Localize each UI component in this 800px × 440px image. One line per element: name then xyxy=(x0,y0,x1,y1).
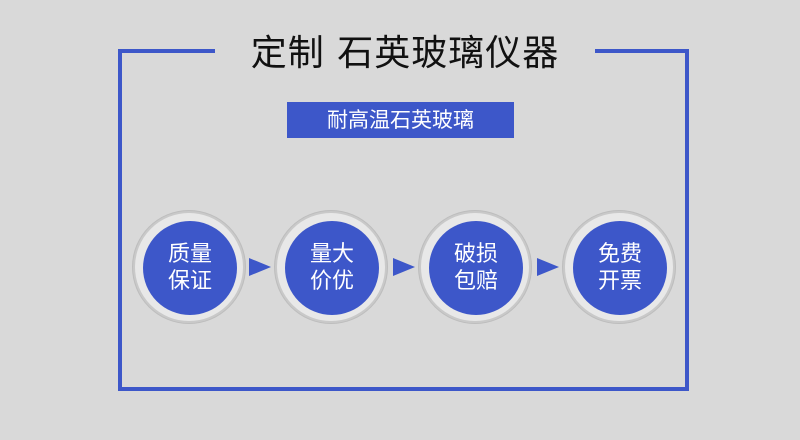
step-label-line1: 免费 xyxy=(597,242,642,267)
step-quality-guarantee: 质量 保证 xyxy=(133,211,245,323)
step-circle: 量大 价优 xyxy=(285,221,379,315)
step-circle: 质量 保证 xyxy=(143,221,237,315)
step-label-line2: 保证 xyxy=(167,269,212,294)
step-breakage-compensation: 破损 包赔 xyxy=(419,211,531,323)
step-label-line2: 开票 xyxy=(597,269,642,294)
arrow-right-icon xyxy=(537,258,559,276)
step-circle: 破损 包赔 xyxy=(429,221,523,315)
step-label-line1: 破损 xyxy=(453,242,498,267)
step-label-line1: 量大 xyxy=(309,242,354,267)
step-label-line2: 价优 xyxy=(309,269,354,294)
step-label-line1: 质量 xyxy=(167,242,212,267)
step-bulk-discount: 量大 价优 xyxy=(275,211,387,323)
step-label-line2: 包赔 xyxy=(453,269,498,294)
page-title: 定制 石英玻璃仪器 xyxy=(250,33,560,74)
arrow-right-icon xyxy=(393,258,415,276)
title-gap xyxy=(215,40,595,64)
arrow-right-icon xyxy=(249,258,271,276)
step-free-invoice: 免费 开票 xyxy=(563,211,675,323)
subtitle-banner: 耐高温石英玻璃 xyxy=(287,102,514,138)
step-circle: 免费 开票 xyxy=(573,221,667,315)
